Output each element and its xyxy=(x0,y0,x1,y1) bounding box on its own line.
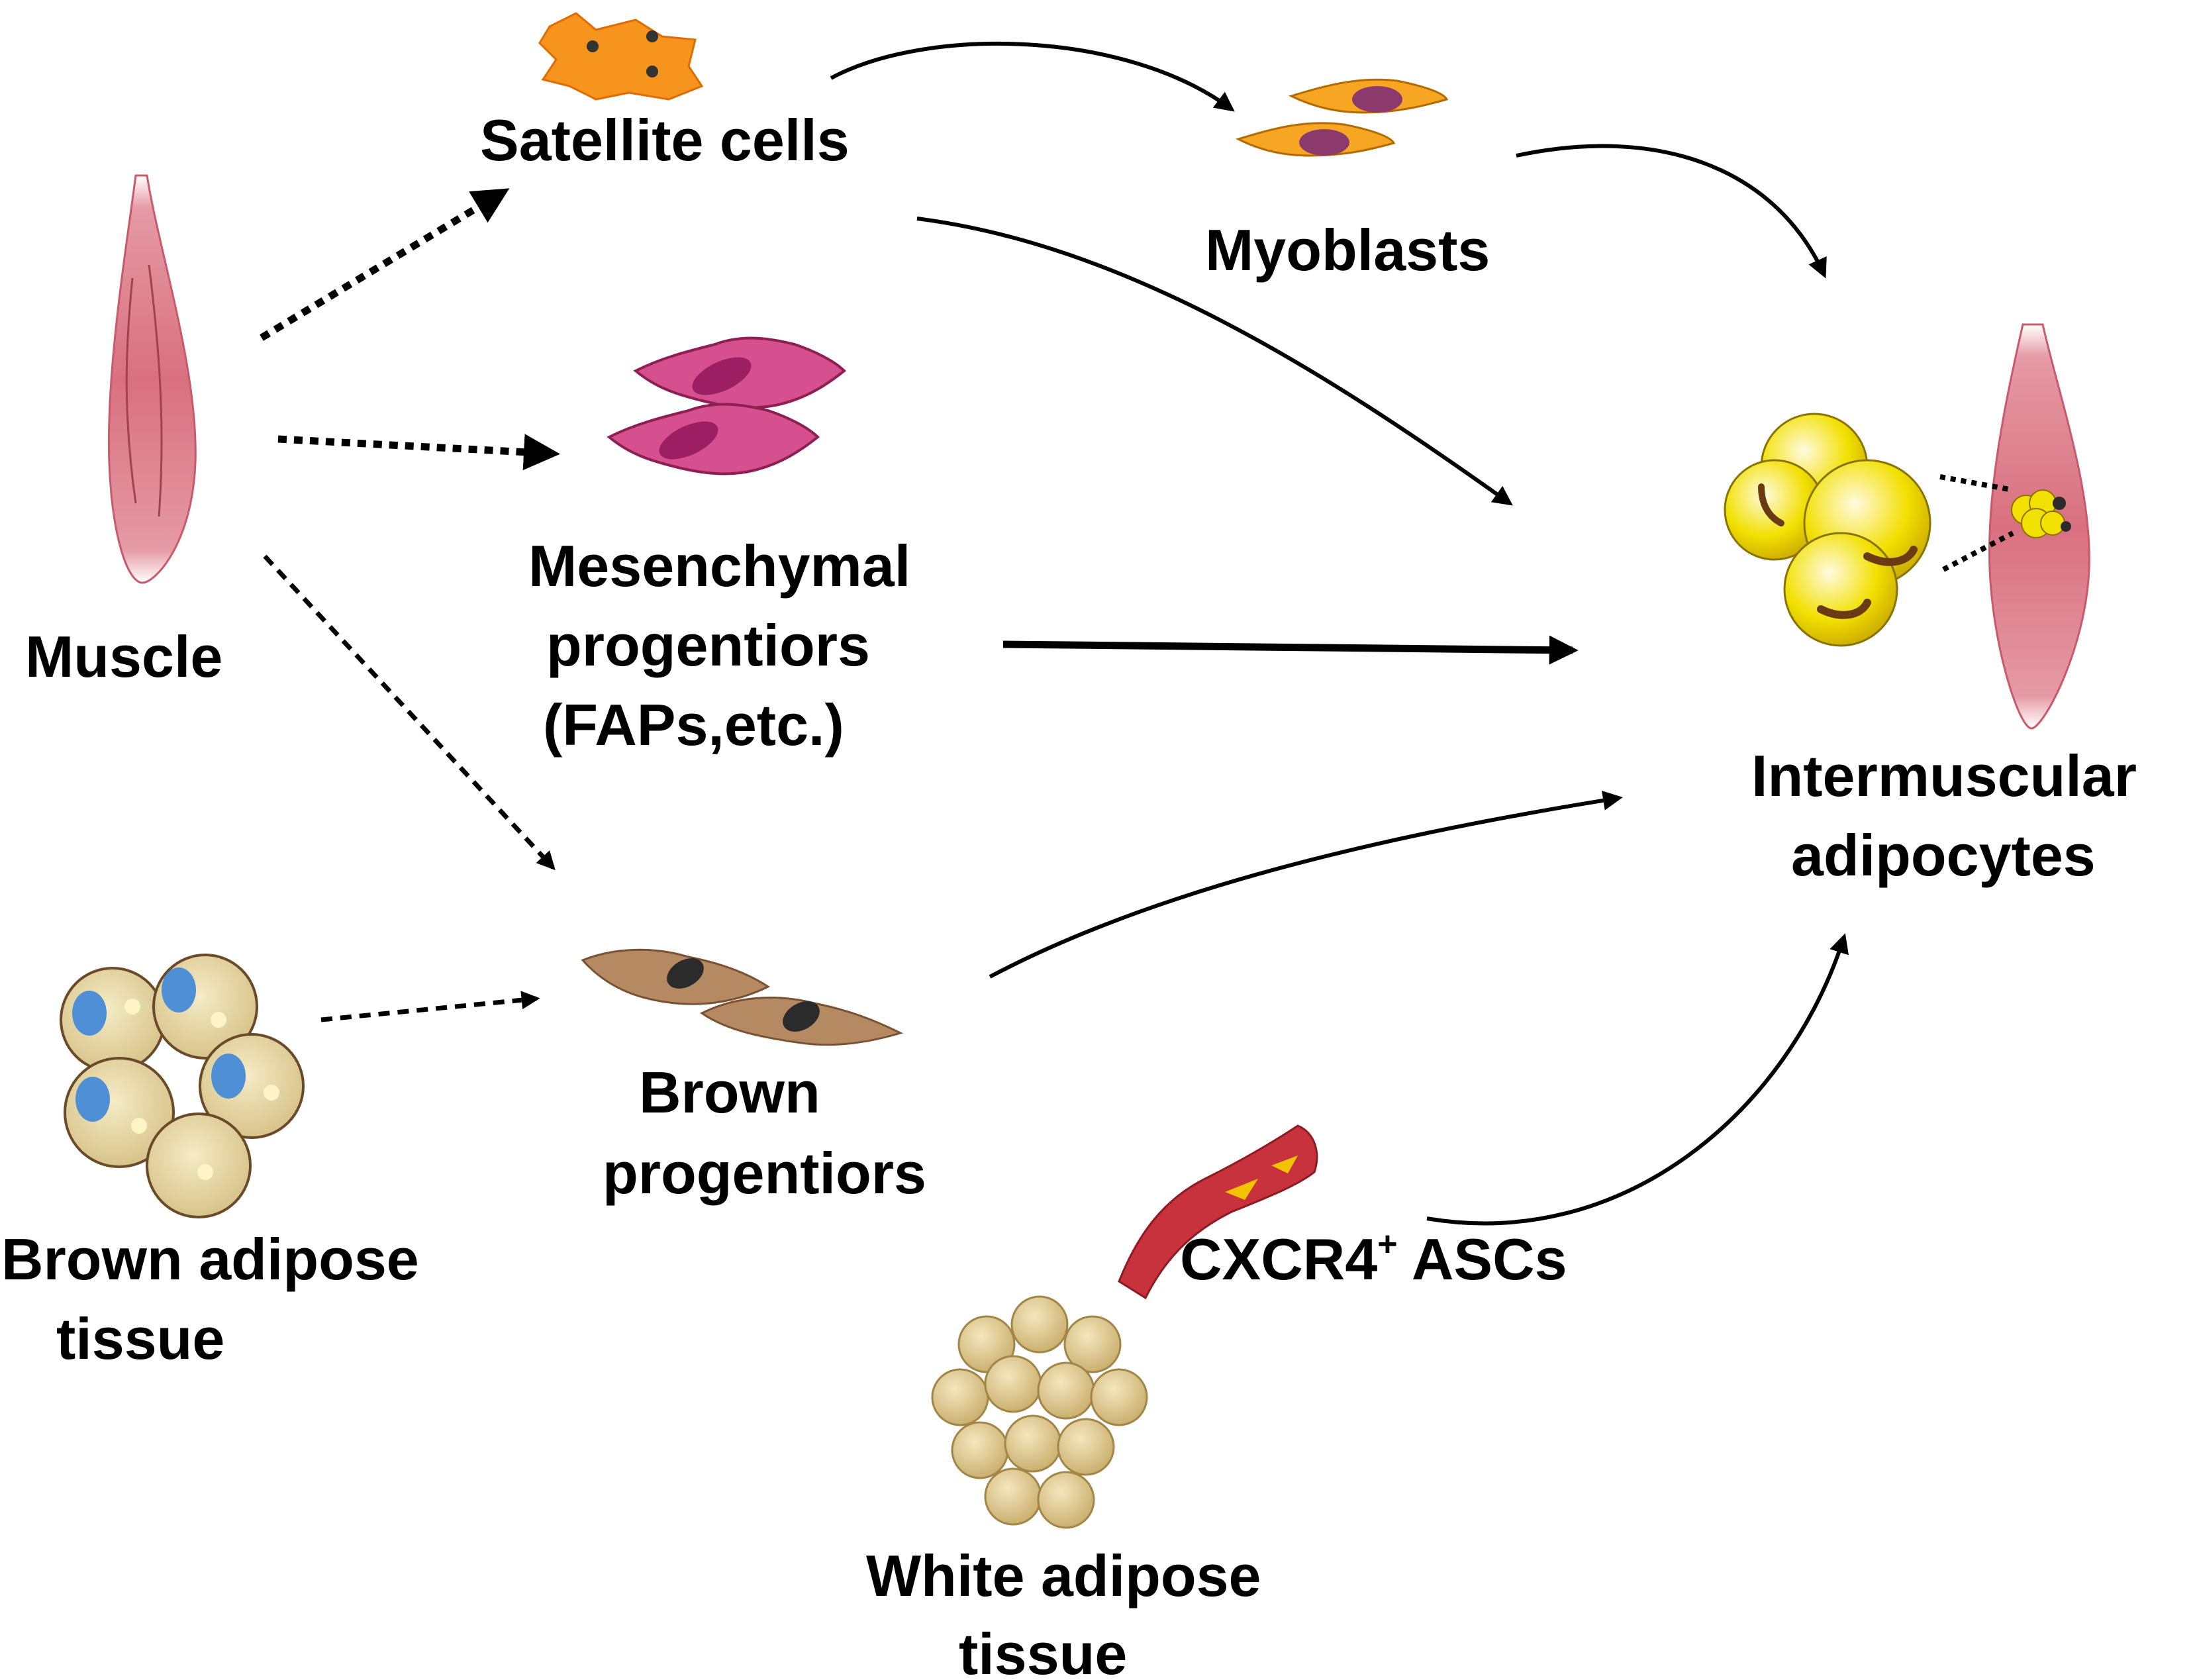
arrow-mesenchymal-to-intermuscular xyxy=(1002,635,1579,665)
label-white-adipose-line2: tissue xyxy=(959,1621,1127,1680)
intermuscular-adipocytes-icon xyxy=(1724,413,1931,647)
label-intermuscular-line2: adipocytes xyxy=(1791,822,2096,888)
myoblasts-icon xyxy=(1236,78,1449,157)
label-cxcr4-ascs: CXCR4+ ASCs xyxy=(1180,1225,1567,1292)
label-brown-progenitors-line2: progentiors xyxy=(603,1140,926,1206)
label-cxcr4-sup: + xyxy=(1377,1225,1397,1263)
label-satellite-cells: Satellite cells xyxy=(480,107,850,173)
arrow-brown-progenitors-to-intermuscular xyxy=(989,790,1623,979)
mesenchymal-progenitors-icon xyxy=(607,336,846,475)
satellite-cells-icon xyxy=(538,12,704,101)
label-brown-adipose-line1: Brown adipose xyxy=(1,1226,419,1292)
label-myoblasts: Myoblasts xyxy=(1205,217,1490,283)
brown-adipose-tissue-icon xyxy=(60,954,305,1218)
arrow-satellite-to-myoblasts xyxy=(830,41,1235,112)
arrow-muscle-to-mesenchymal xyxy=(277,434,560,471)
arrow-muscle-to-satellite xyxy=(260,188,510,341)
arrows xyxy=(260,41,1849,1226)
arrow-cxcr4-to-intermuscular xyxy=(1426,933,1849,1226)
label-cxcr4-base: CXCR4 xyxy=(1180,1226,1377,1292)
arrow-brown-adipose-to-brown-progenitors xyxy=(320,991,540,1022)
zoom-lines xyxy=(1939,474,2014,572)
brown-progenitors-icon xyxy=(581,948,904,1046)
muscle-with-fat-icon xyxy=(1988,323,2090,730)
blood-vessel-icon xyxy=(1118,1124,1318,1300)
label-mesenchymal-line1: Mesenchymal xyxy=(528,533,910,599)
label-mesenchymal-line2: progentiors xyxy=(546,613,870,678)
arrow-satellite-to-intermuscular xyxy=(916,217,1513,506)
label-intermuscular-line1: Intermuscular xyxy=(1751,743,2137,809)
label-mesenchymal-line3: (FAPs,etc.) xyxy=(543,692,844,758)
label-brown-progenitors-line1: Brown xyxy=(639,1060,820,1125)
arrow-myoblasts-to-intermuscular xyxy=(1516,144,1827,279)
muscle-icon xyxy=(107,174,197,584)
label-brown-adipose-line2: tissue xyxy=(56,1306,224,1371)
white-adipose-tissue-icon xyxy=(931,1295,1148,1529)
label-muscle: Muscle xyxy=(25,624,222,689)
label-white-adipose-line1: White adipose xyxy=(866,1543,1261,1608)
arrow-muscle-to-brown-progenitors xyxy=(263,554,556,871)
label-cxcr4-rest: ASCs xyxy=(1398,1226,1567,1292)
